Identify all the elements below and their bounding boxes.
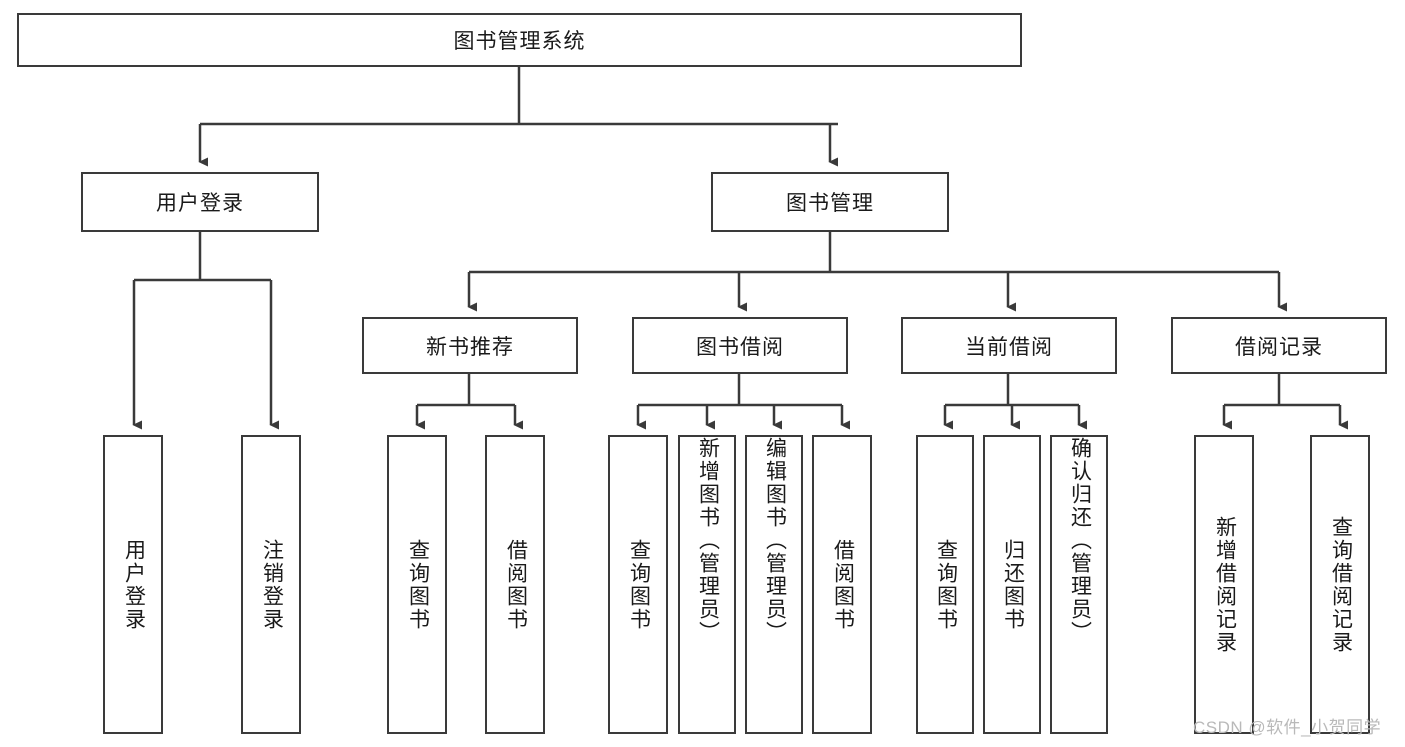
csdn-watermark: CSDN @软件_小贺同学 [1193,718,1382,737]
leaf-node-label: 查询借阅记录 [1329,515,1353,654]
leaf-node-label: 借阅图书 [504,538,528,631]
node-book-management[interactable]: 图书管理 [711,172,949,232]
leaf-node[interactable]: 用户登录 [103,435,163,734]
node-book-management-label: 图书管理 [786,192,874,215]
leaf-node[interactable]: 新增借阅记录 [1194,435,1254,734]
node-root[interactable]: 图书管理系统 [17,13,1022,67]
leaf-node[interactable]: 注销登录 [241,435,301,734]
node-current-borrow[interactable]: 当前借阅 [901,317,1117,374]
leaf-node[interactable]: 借阅图书 [812,435,872,734]
leaf-node-label: 借阅图书 [831,538,855,631]
leaf-node-label: 查询图书 [934,538,958,631]
leaf-node-label: 新增图书（管理员） [696,437,720,644]
leaf-node[interactable]: 查询图书 [387,435,447,734]
node-book-borrow[interactable]: 图书借阅 [632,317,848,374]
node-current-borrow-label: 当前借阅 [965,335,1053,359]
node-borrow-record[interactable]: 借阅记录 [1171,317,1387,374]
leaf-node-label: 确认归还（管理员） [1068,437,1092,644]
node-user-login-label: 用户登录 [156,192,244,215]
leaf-node[interactable]: 确认归还（管理员） [1050,435,1108,734]
leaf-node-label: 查询图书 [406,538,430,631]
leaf-node[interactable]: 查询图书 [608,435,668,734]
leaf-node[interactable]: 归还图书 [983,435,1041,734]
leaf-node-label: 注销登录 [260,538,284,631]
leaf-node[interactable]: 查询图书 [916,435,974,734]
node-book-borrow-label: 图书借阅 [696,335,784,359]
node-root-label: 图书管理系统 [453,30,586,53]
leaf-node[interactable]: 借阅图书 [485,435,545,734]
node-user-login[interactable]: 用户登录 [81,172,319,232]
node-new-book-recommend[interactable]: 新书推荐 [362,317,578,374]
leaf-node-label: 新增借阅记录 [1213,515,1237,654]
leaf-node-label: 用户登录 [122,538,146,631]
node-borrow-record-label: 借阅记录 [1235,335,1323,359]
leaf-node-label: 归还图书 [1001,538,1025,631]
leaf-node[interactable]: 编辑图书（管理员） [745,435,803,734]
leaf-node[interactable]: 查询借阅记录 [1310,435,1370,734]
leaf-node[interactable]: 新增图书（管理员） [678,435,736,734]
node-new-book-recommend-label: 新书推荐 [426,335,514,359]
leaf-node-label: 查询图书 [627,538,651,631]
leaf-node-label: 编辑图书（管理员） [763,437,787,644]
